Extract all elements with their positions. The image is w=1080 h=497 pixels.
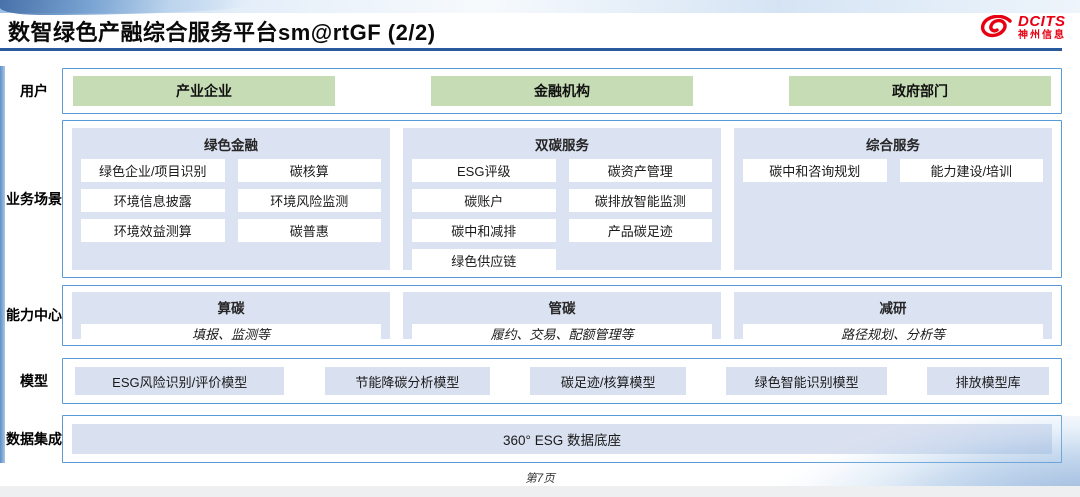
scenario-item: 绿色供应链	[412, 249, 556, 272]
scenario-item: 环境风险监测	[237, 189, 381, 212]
scenario-item: 能力建设/培训	[899, 159, 1043, 182]
top-decoration-band	[0, 0, 1080, 13]
logo-brand-text: DCITS	[1018, 13, 1066, 30]
esg-data-base: 360° ESG 数据底座	[72, 424, 1052, 454]
model-item: ESG风险识别/评价模型	[75, 367, 285, 395]
models-row-label: 模型	[20, 372, 48, 389]
scenarios-row: 业务场景 绿色金融 绿色企业/项目识别 碳核算 环境信息披露 环境风险监测 环境…	[6, 120, 1062, 278]
panel-grid: 绿色企业/项目识别 碳核算 环境信息披露 环境风险监测 环境效益测算 碳普惠	[81, 159, 381, 242]
dcits-logo: DCITS 神州信息	[980, 14, 1066, 41]
scenarios-row-label: 业务场景	[6, 190, 62, 207]
scenario-item: 碳中和咨询规划	[743, 159, 887, 182]
panel-title: 绿色金融	[204, 138, 258, 153]
model-item: 碳足迹/核算模型	[530, 367, 687, 395]
model-item: 排放模型库	[927, 367, 1049, 395]
scenario-item: ESG评级	[412, 159, 556, 182]
left-accent-bar	[0, 66, 5, 463]
capability-row: 能力中心 算碳 填报、监测等 管碳 履约、交易、配额管理等 减研 路径规划、分析…	[6, 285, 1062, 346]
user-box-finance: 金融机构	[430, 76, 694, 106]
page-number: 第7页	[525, 473, 555, 485]
user-box-industry: 产业企业	[73, 76, 336, 106]
data-row-label: 数据集成	[6, 430, 62, 447]
scenarios-row-box: 绿色金融 绿色企业/项目识别 碳核算 环境信息披露 环境风险监测 环境效益测算 …	[62, 120, 1062, 278]
scenario-item: 碳排放智能监测	[568, 189, 712, 212]
users-row-label: 用户	[20, 82, 48, 99]
models-row-box: ESG风险识别/评价模型 节能降碳分析模型 碳足迹/核算模型 绿色智能识别模型 …	[62, 358, 1062, 404]
scenario-item: 环境信息披露	[81, 189, 225, 212]
user-box-government: 政府部门	[788, 76, 1051, 106]
scenario-item: 碳核算	[237, 159, 381, 182]
logo-brand-cn-text: 神州信息	[1018, 30, 1066, 41]
panel-title: 双碳服务	[535, 138, 589, 153]
dcits-swoosh-icon	[980, 14, 1014, 41]
cap-panel-manage: 管碳 履约、交易、配额管理等	[403, 292, 721, 343]
panel-grid: ESG评级 碳资产管理 碳账户 碳排放智能监测 碳中和减排 产品碳足迹 绿色供应…	[412, 159, 712, 272]
top-left-swoosh	[0, 0, 260, 15]
scenario-item: 碳资产管理	[568, 159, 712, 182]
page-title: 数智绿色产融综合服务平台sm@rtGF (2/2)	[8, 20, 436, 45]
cap-panel-title: 管碳	[548, 301, 576, 316]
scenario-item: 碳普惠	[237, 219, 381, 242]
data-row-box: 360° ESG 数据底座	[62, 415, 1062, 463]
cap-panel-reduce: 减研 路径规划、分析等	[734, 292, 1052, 343]
panel-grid: 碳中和咨询规划 能力建设/培训	[743, 159, 1043, 182]
data-row: 数据集成 360° ESG 数据底座	[6, 415, 1062, 463]
capability-row-label: 能力中心	[6, 307, 62, 324]
cap-panel-desc: 填报、监测等	[81, 324, 381, 343]
scenario-item: 环境效益测算	[81, 219, 225, 242]
scenario-item: 绿色企业/项目识别	[81, 159, 225, 182]
scenario-item: 碳中和减排	[412, 219, 556, 242]
bottom-band	[0, 486, 1080, 497]
panel-dual-carbon: 双碳服务 ESG评级 碳资产管理 碳账户 碳排放智能监测 碳中和减排 产品碳足迹…	[403, 128, 721, 272]
cap-panel-desc: 路径规划、分析等	[743, 324, 1043, 343]
panel-title: 综合服务	[866, 138, 920, 153]
panel-green-finance: 绿色金融 绿色企业/项目识别 碳核算 环境信息披露 环境风险监测 环境效益测算 …	[72, 128, 390, 270]
cap-panel-desc: 履约、交易、配额管理等	[412, 324, 712, 343]
logo-text: DCITS 神州信息	[1018, 14, 1066, 41]
model-item: 绿色智能识别模型	[726, 367, 888, 395]
scenario-item: 碳账户	[412, 189, 556, 212]
cap-panel-calc: 算碳 填报、监测等	[72, 292, 390, 343]
model-item: 节能降碳分析模型	[324, 367, 491, 395]
capability-row-box: 算碳 填报、监测等 管碳 履约、交易、配额管理等 减研 路径规划、分析等	[62, 285, 1062, 346]
panel-comprehensive: 综合服务 碳中和咨询规划 能力建设/培训	[734, 128, 1052, 270]
title-underline	[0, 48, 1062, 51]
cap-panel-title: 算碳	[217, 301, 245, 316]
users-row: 用户 产业企业 金融机构 政府部门	[6, 68, 1062, 114]
models-row: 模型 ESG风险识别/评价模型 节能降碳分析模型 碳足迹/核算模型 绿色智能识别…	[6, 358, 1062, 404]
users-row-box: 产业企业 金融机构 政府部门	[62, 68, 1062, 114]
cap-panel-title: 减研	[879, 301, 907, 316]
scenario-item: 产品碳足迹	[568, 219, 712, 242]
